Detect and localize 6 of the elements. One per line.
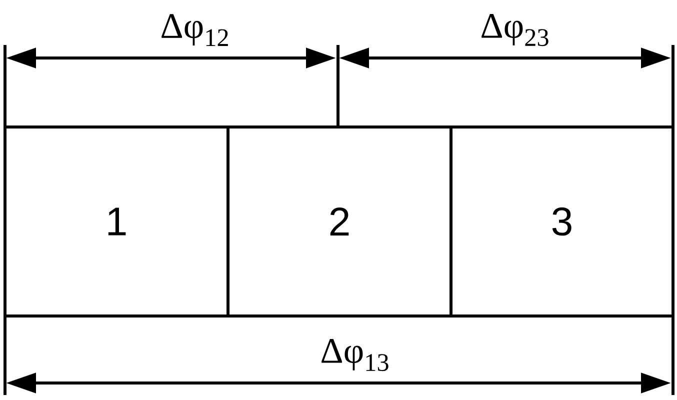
numbered-box: 3 <box>450 126 674 318</box>
dimension-label: Δφ$_{13}$ <box>322 338 388 372</box>
numbered-box: 2 <box>226 126 452 318</box>
dimension-label: Δφ$_{12}$ <box>162 14 228 46</box>
numbered-box: 1 <box>4 126 230 318</box>
dimension-label: Δφ$_{23}$ <box>482 14 548 46</box>
